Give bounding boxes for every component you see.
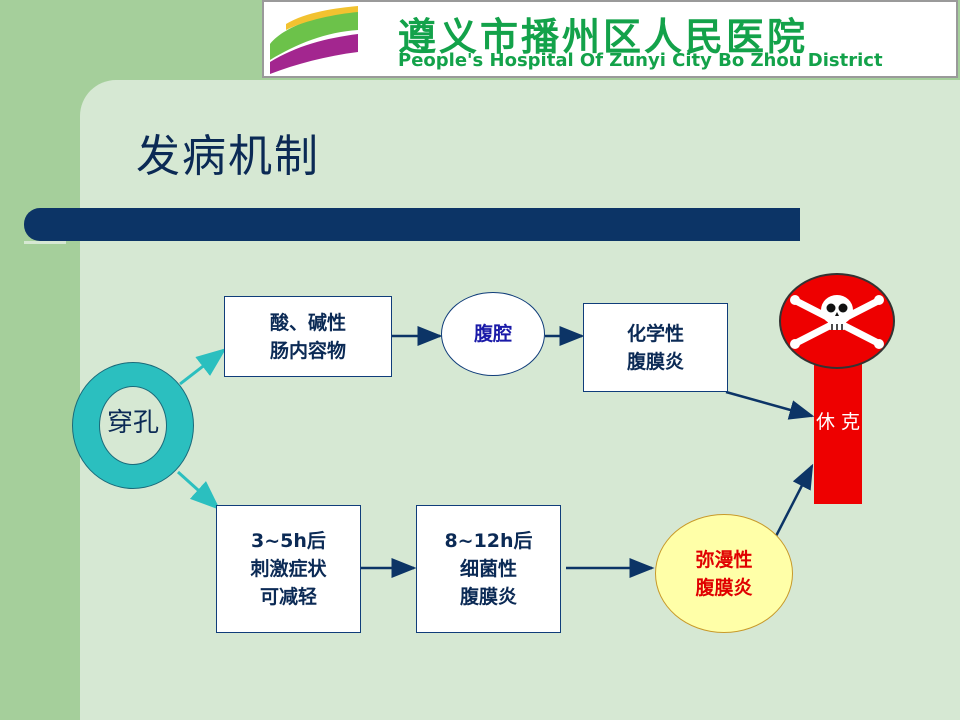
hospital-banner: 遵义市播州区人民医院 People's Hospital Of Zunyi Ci… — [262, 0, 958, 78]
hospital-logo-icon — [270, 6, 358, 74]
perforation-label: 穿孔 — [106, 408, 159, 438]
skull-crossbones-icon — [779, 273, 895, 369]
gastric-contents-box: 酸、碱性 肠内容物 — [224, 296, 392, 377]
symptom-relief-box: 3~5h后 刺激症状 可减轻 — [216, 505, 361, 633]
perforation-ring-center — [99, 386, 167, 465]
arrow-diffuse-to-shock — [772, 463, 814, 541]
diffuse-peritonitis-node: 弥漫性 腹膜炎 — [655, 514, 793, 633]
chemical-peritonitis-box: 化学性 腹膜炎 — [583, 303, 728, 392]
arrow-ring-to-contents — [179, 348, 227, 386]
arrow-ring-to-relief — [176, 470, 221, 511]
bacterial-peritonitis-box: 8~12h后 细菌性 腹膜炎 — [416, 505, 561, 633]
hospital-name-cn: 遵义市播州区人民医院 — [398, 15, 809, 59]
slide-title: 发病机制 — [136, 131, 320, 182]
hospital-name-en: People's Hospital Of Zunyi City Bo Zhou … — [398, 50, 883, 71]
arrow-chemical-to-shock — [725, 390, 815, 420]
title-bar-notch — [24, 241, 66, 244]
title-underline-bar — [24, 208, 800, 241]
peritoneal-cavity-node: 腹腔 — [441, 292, 545, 376]
